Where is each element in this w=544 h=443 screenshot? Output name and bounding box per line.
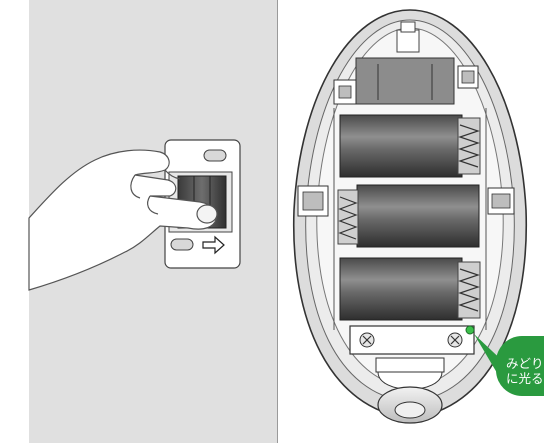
battery-compartment-device: [292, 9, 528, 424]
phillips-screw-icon: [359, 332, 375, 348]
right-arrow-icon: [202, 235, 225, 255]
phillips-screw-icon: [447, 332, 463, 348]
green-led-indicator: [465, 325, 475, 335]
led-callout-bubble: みどり に光る: [496, 336, 544, 396]
callout-line-2: に光る: [506, 371, 544, 386]
callout-line-1: みどり: [506, 356, 544, 371]
battery-top: [339, 114, 481, 178]
panel-divider: [277, 0, 278, 443]
battery-bottom: [339, 257, 481, 321]
battery-middle: [337, 184, 480, 248]
hand-illustration: [28, 149, 218, 291]
